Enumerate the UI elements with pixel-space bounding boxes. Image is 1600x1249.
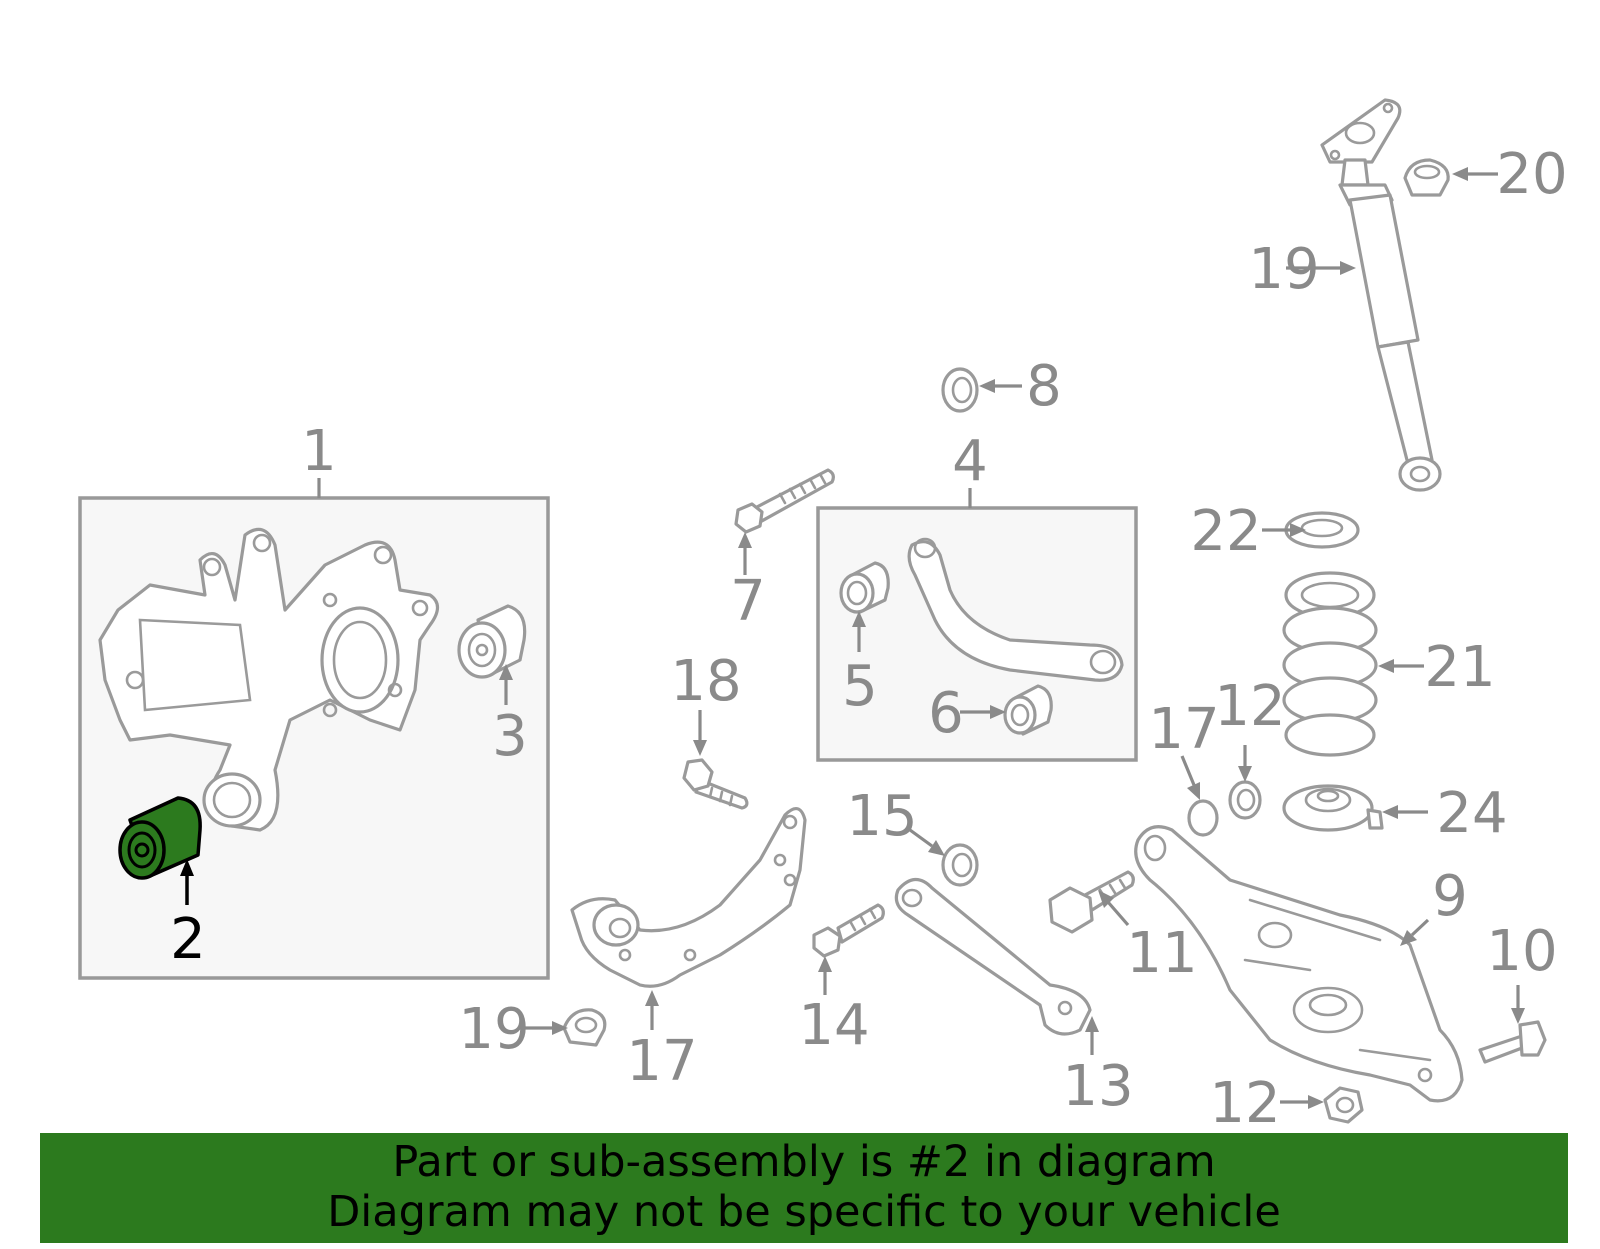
- nut-part-12-upper[interactable]: [1228, 780, 1262, 820]
- callout-7[interactable]: 7: [730, 569, 766, 634]
- callout-18[interactable]: 18: [670, 649, 741, 714]
- lateral-link-part-14[interactable]: [894, 877, 1092, 1036]
- insulator-part-23[interactable]: [1284, 511, 1360, 549]
- callout-10[interactable]: 10: [1486, 919, 1557, 984]
- callout-23[interactable]: 22: [1190, 499, 1261, 564]
- callout-20[interactable]: 19: [1248, 237, 1319, 302]
- shock-absorber-part-20[interactable]: [1320, 98, 1442, 492]
- nut-part-12-lower[interactable]: [1323, 1086, 1364, 1124]
- bolt-part-15[interactable]: [812, 903, 885, 958]
- bolt-part-11[interactable]: [1048, 870, 1135, 934]
- knuckle-part[interactable]: [98, 527, 440, 832]
- callout-9[interactable]: 9: [1432, 864, 1468, 929]
- spring-seat-part-24[interactable]: [1282, 784, 1384, 832]
- nut-part-21[interactable]: [1403, 158, 1450, 197]
- trailing-arm-part-17[interactable]: [570, 807, 807, 988]
- callout-1[interactable]: 1: [301, 419, 337, 484]
- callout-24[interactable]: 24: [1436, 781, 1507, 846]
- callout-16[interactable]: 15: [846, 784, 917, 849]
- upper-arm-part-4[interactable]: [907, 537, 1124, 682]
- bolt-part-18[interactable]: [682, 758, 749, 810]
- nut-part-19[interactable]: [562, 1008, 607, 1047]
- callout-19[interactable]: 19: [458, 997, 529, 1062]
- bushing-part-2-highlighted[interactable]: [118, 796, 202, 880]
- lower-arm-part-9[interactable]: [1134, 825, 1464, 1103]
- info-banner: Part or sub-assembly is #2 in diagram Di…: [40, 1133, 1568, 1243]
- callout-8[interactable]: 8: [1026, 354, 1062, 419]
- callout-22[interactable]: 21: [1424, 635, 1495, 700]
- callout-6[interactable]: 6: [928, 681, 964, 746]
- bushing-part-6[interactable]: [1003, 684, 1053, 736]
- callout-3[interactable]: 3: [492, 704, 528, 769]
- banner-line-2: Diagram may not be specific to your vehi…: [327, 1187, 1281, 1237]
- ring-part-13[interactable]: [1187, 799, 1219, 837]
- bolt-part-7[interactable]: [734, 468, 835, 534]
- callout-2[interactable]: 2: [170, 907, 206, 972]
- nut-part-16[interactable]: [941, 843, 979, 887]
- callout-15[interactable]: 14: [798, 993, 869, 1058]
- callout-21[interactable]: 20: [1496, 142, 1567, 207]
- banner-line-1: Part or sub-assembly is #2 in diagram: [392, 1137, 1216, 1187]
- callout-13[interactable]: 17: [1148, 697, 1219, 762]
- callout-11[interactable]: 11: [1126, 921, 1197, 986]
- bolt-part-10[interactable]: [1478, 1020, 1547, 1064]
- callout-14[interactable]: 13: [1062, 1054, 1133, 1119]
- callout-4[interactable]: 4: [952, 429, 988, 494]
- bushing-part-3[interactable]: [457, 604, 527, 679]
- callout-17[interactable]: 17: [626, 1029, 697, 1094]
- callout-12-upper[interactable]: 12: [1214, 674, 1285, 739]
- callout-12-lower[interactable]: 12: [1209, 1071, 1280, 1136]
- bushing-part-5[interactable]: [839, 561, 890, 614]
- nut-part-8[interactable]: [941, 367, 979, 413]
- callout-5[interactable]: 5: [842, 654, 878, 719]
- coil-spring-part-22[interactable]: [1282, 571, 1378, 757]
